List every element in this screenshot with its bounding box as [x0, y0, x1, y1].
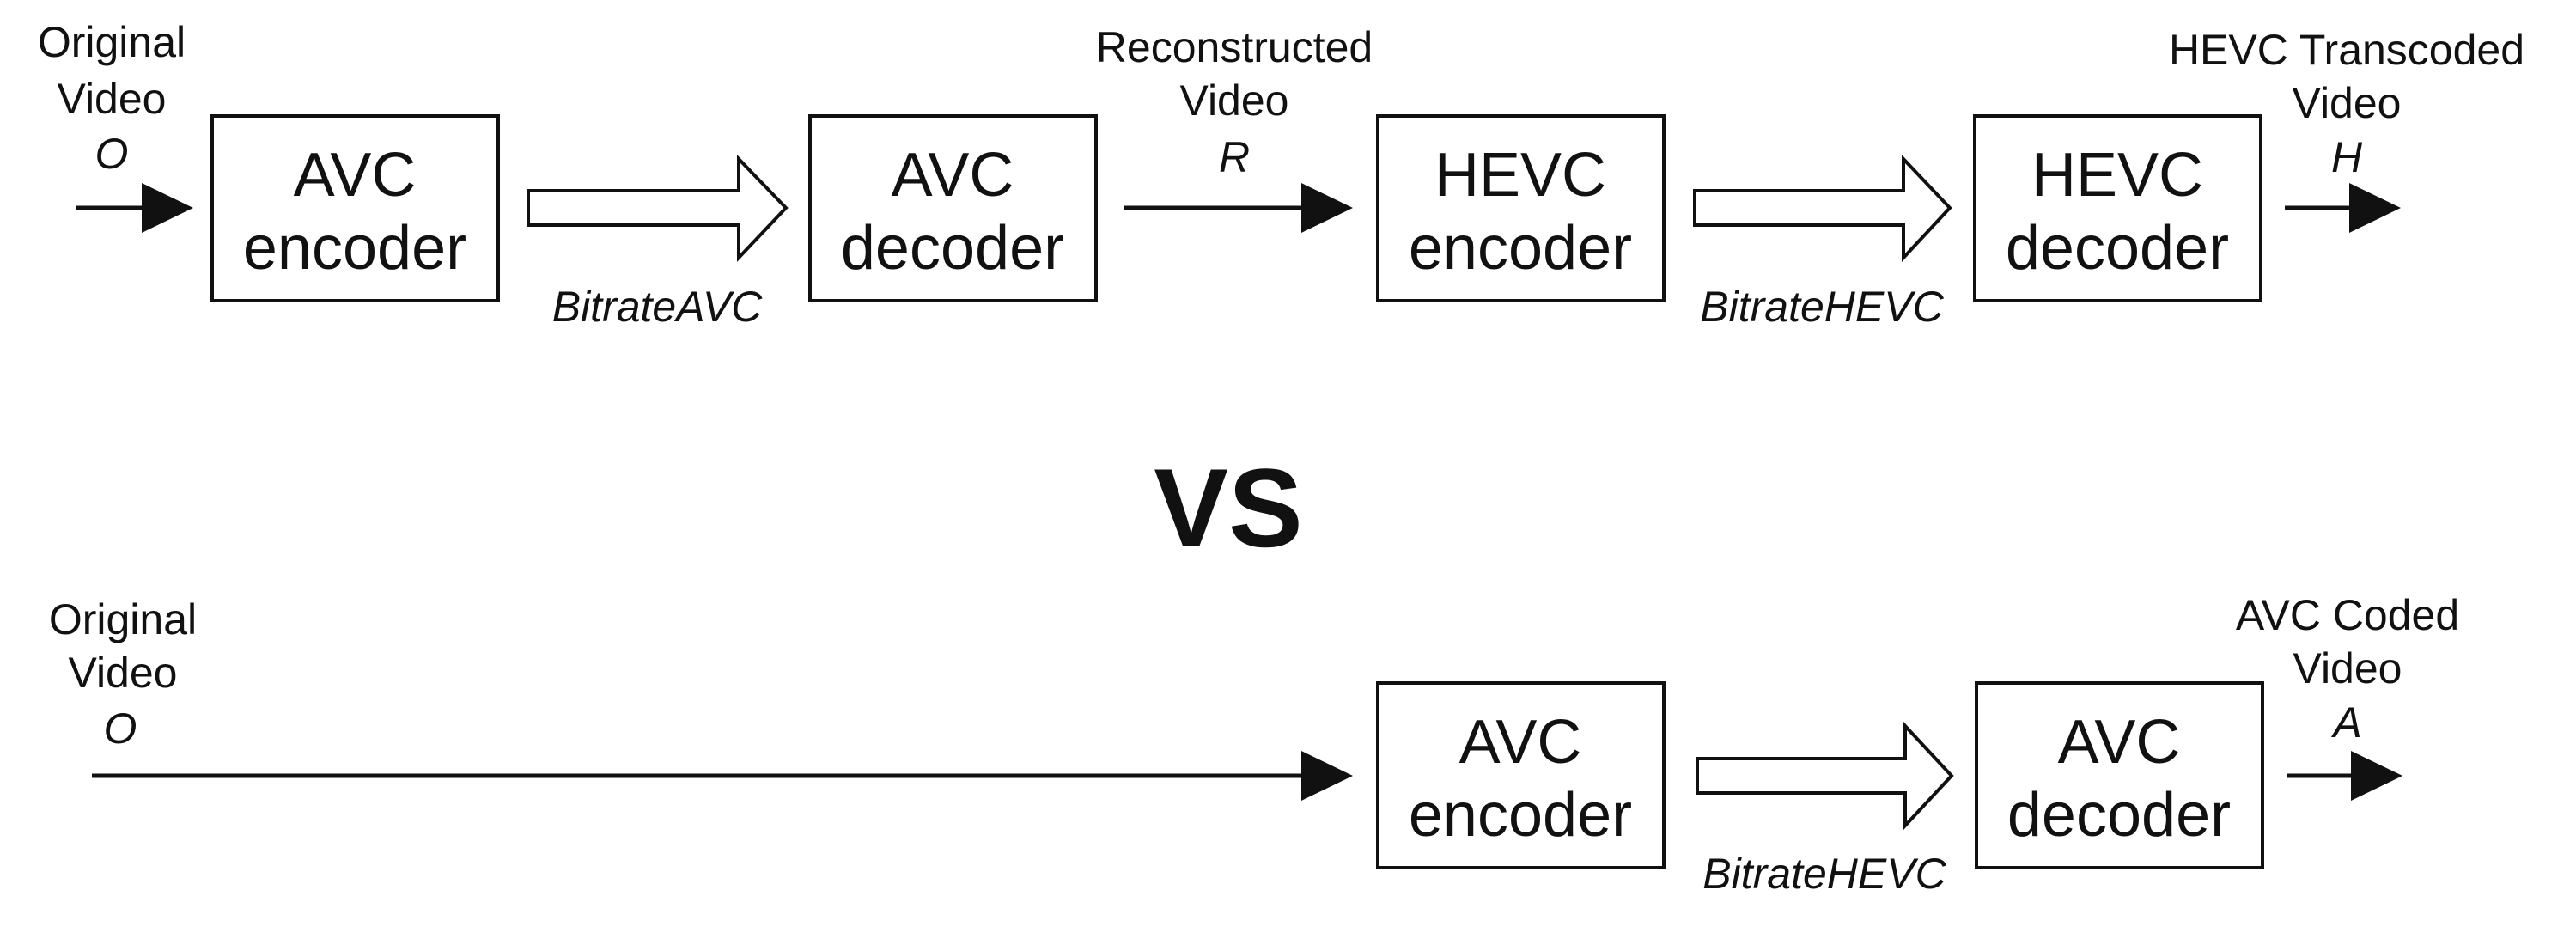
- bottom-block2-line1: AVC: [2058, 708, 2181, 777]
- top-avc-encoder-block: AVC encoder: [210, 114, 500, 302]
- top-mid-symbol: R: [1219, 133, 1250, 181]
- top-pipeline: Original Video O AVC encoder BitrateAVC …: [38, 18, 2524, 331]
- bottom-output-symbol: A: [2330, 698, 2361, 747]
- bottom-output-label-line2: Video: [2293, 644, 2402, 692]
- top-output-label-line2: Video: [2293, 79, 2402, 127]
- top-bitrate-avc-arrow: [527, 155, 789, 263]
- top-hevc-encoder-block: HEVC encoder: [1376, 114, 1666, 302]
- top-block1-line1: AVC: [294, 141, 417, 210]
- bottom-input-label-line2: Video: [69, 649, 178, 697]
- top-output-label-line1: HEVC Transcoded: [2169, 26, 2524, 74]
- top-block4-line2: decoder: [2006, 214, 2229, 283]
- bottom-bitrate-hevc-arrow: [1696, 721, 1954, 831]
- bottom-block1-line2: encoder: [1409, 781, 1632, 850]
- bottom-output-arrow: [2287, 751, 2402, 801]
- top-input-arrow: [76, 183, 193, 233]
- top-input-label-line2: Video: [58, 75, 167, 123]
- top-rate2-label: BitrateHEVC: [1700, 283, 1944, 331]
- bottom-rate-label: BitrateHEVC: [1702, 850, 1946, 898]
- bottom-avc-encoder-block: AVC encoder: [1376, 681, 1666, 869]
- top-mid-label-line1: Reconstructed: [1096, 23, 1373, 71]
- top-bitrate-hevc-arrow: [1693, 154, 1952, 263]
- bottom-block1-line1: AVC: [1459, 708, 1582, 777]
- top-hevc-decoder-block: HEVC decoder: [1973, 114, 2262, 302]
- top-output-symbol: H: [2331, 133, 2363, 181]
- top-rate1-label: BitrateAVC: [552, 283, 763, 331]
- bottom-avc-decoder-block: AVC decoder: [1975, 681, 2264, 869]
- top-block1-line2: encoder: [243, 214, 466, 283]
- bottom-pipeline: Original Video O AVC encoder BitrateHEVC…: [49, 591, 2459, 898]
- top-avc-decoder-block: AVC decoder: [808, 114, 1098, 302]
- top-block2-line1: AVC: [892, 141, 1014, 210]
- bottom-output-label-line1: AVC Coded: [2236, 591, 2459, 639]
- top-mid-label-line2: Video: [1180, 76, 1289, 125]
- bottom-input-label-line1: Original: [49, 595, 197, 643]
- top-block3-line2: encoder: [1409, 214, 1632, 283]
- top-block3-line1: HEVC: [1434, 141, 1606, 210]
- top-input-symbol: O: [95, 130, 129, 178]
- top-block4-line1: HEVC: [2031, 141, 2203, 210]
- bottom-input-symbol: O: [104, 704, 137, 753]
- bottom-input-arrow: [92, 751, 1353, 801]
- top-block2-line2: decoder: [841, 214, 1064, 283]
- top-input-label-line1: Original: [38, 18, 186, 66]
- top-mid-arrow: [1124, 183, 1353, 233]
- vs-separator: VS: [1154, 445, 1302, 570]
- bottom-block2-line2: decoder: [2007, 781, 2231, 850]
- top-output-arrow: [2285, 183, 2401, 233]
